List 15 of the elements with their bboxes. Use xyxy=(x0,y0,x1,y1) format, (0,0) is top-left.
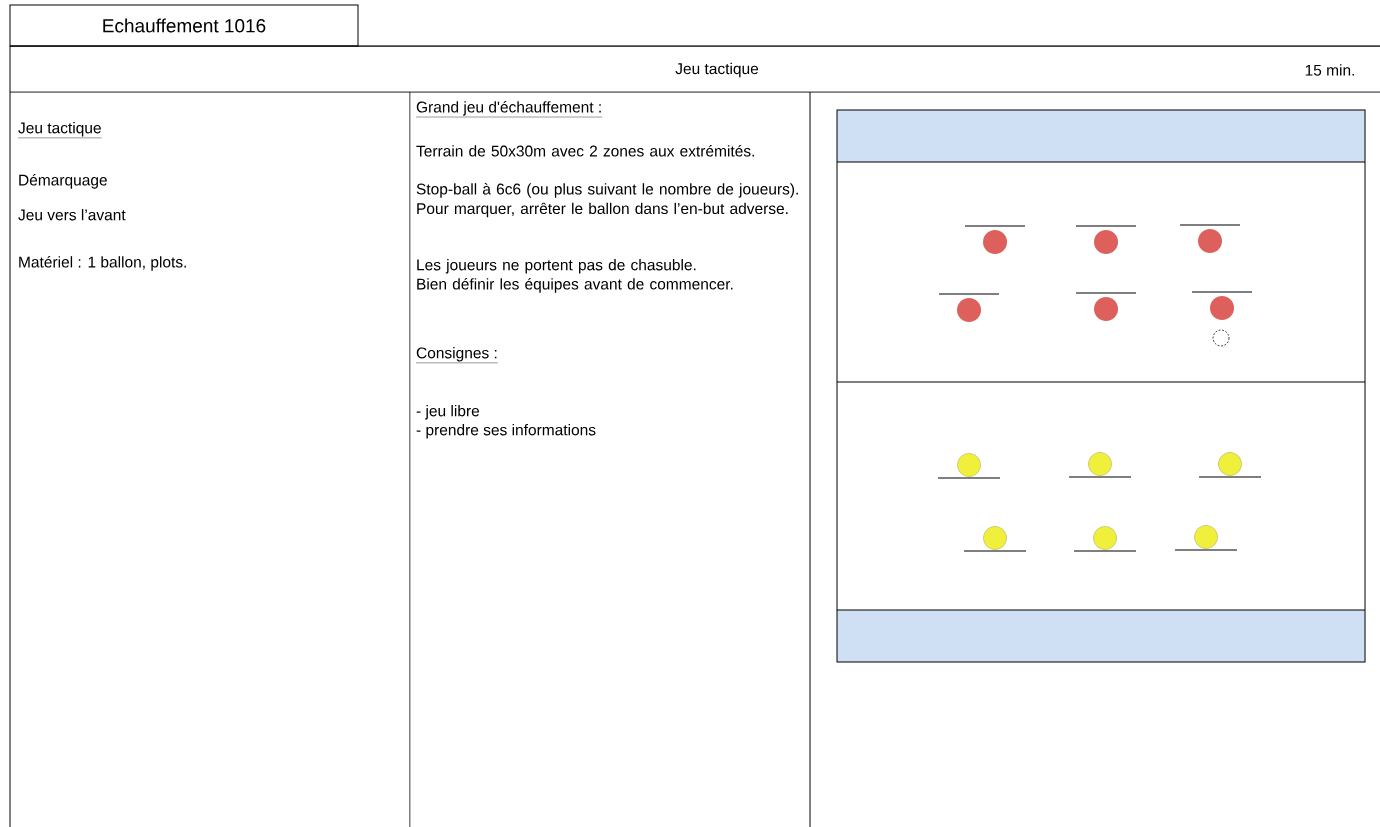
paragraph: Bien définir les équipes avant de commencer. xyxy=(417,278,733,293)
section-heading: Consignes : xyxy=(415,347,499,364)
title-box: Echauffement 1016 xyxy=(9,4,359,47)
body-text: Jeu vers l’avant xyxy=(18,209,126,221)
body-text: - jeu libre xyxy=(416,405,480,420)
duration-text: 15 min. xyxy=(1305,64,1354,76)
body-text: - prendre ses informations xyxy=(416,424,596,439)
paragraph: Terrain de 50x30m avec 2 zones aux extrémités. xyxy=(416,145,754,157)
header-text: Jeu tactique xyxy=(675,62,759,78)
section-heading: Jeu tactique xyxy=(17,122,102,139)
body-text: Démarquage xyxy=(19,174,107,189)
paragraph: Stop-ball à 6c6 (ou plus suivant le nombre de joueurs). Pour marquer, arrêter le ballon dans l’en-but adverse. xyxy=(416,183,798,218)
section-heading: Grand jeu d'échauffement : xyxy=(415,101,603,118)
body-text: Matériel : 1 ballon, plots. xyxy=(19,256,186,271)
paragraph: Les joueurs ne portent pas de chasuble. xyxy=(417,259,696,274)
